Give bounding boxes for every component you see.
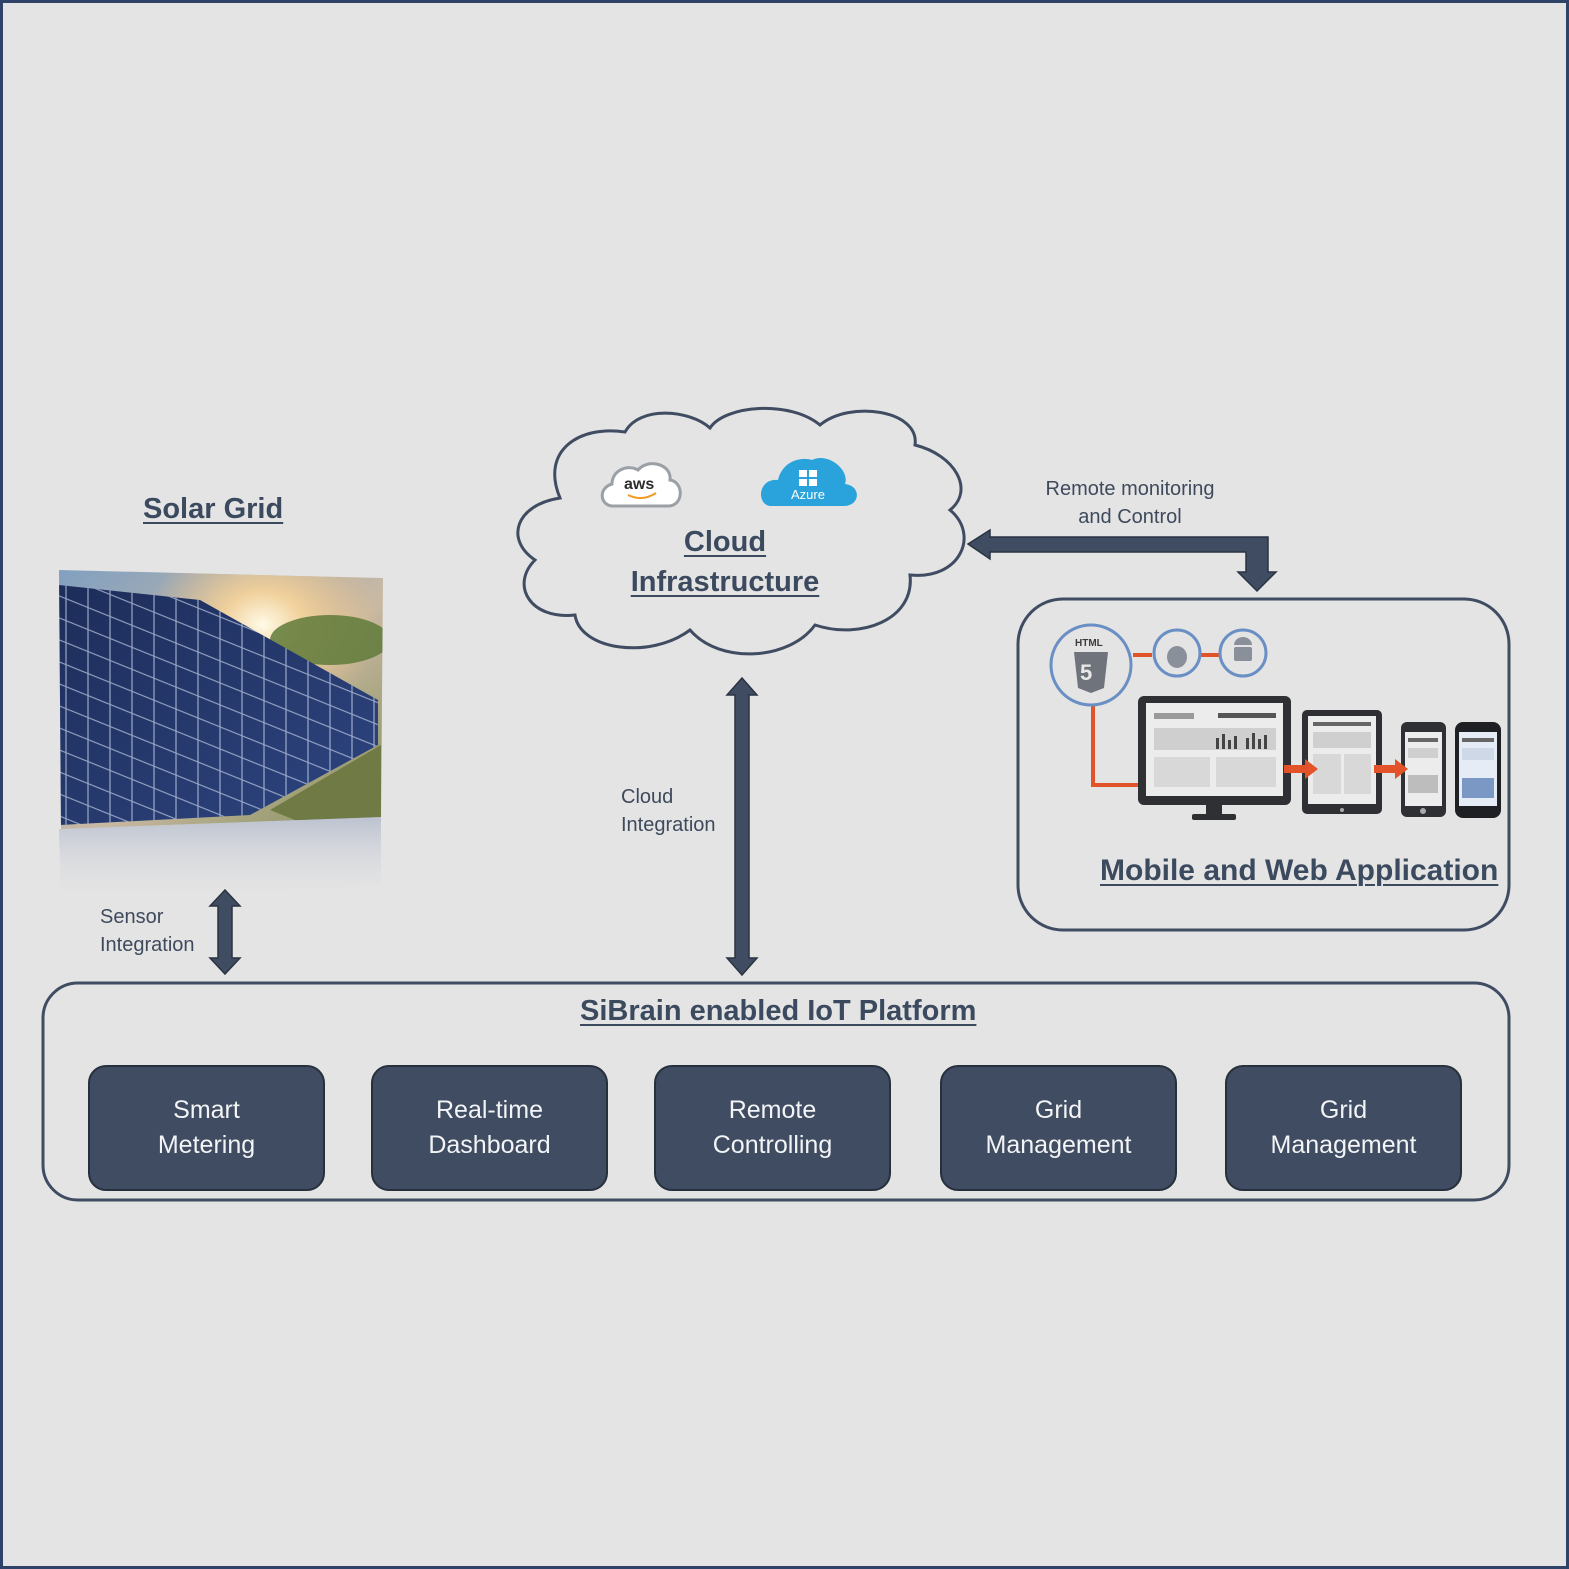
solar-panel-image	[59, 570, 383, 905]
remote-label-line1: Remote monitoring	[1045, 478, 1215, 500]
aws-label: aws	[624, 476, 655, 493]
module-realtime-dashboard: Real-time Dashboard	[371, 1065, 608, 1191]
module-label-line2: Dashboard	[428, 1131, 551, 1159]
cloud-integration-arrow	[725, 676, 759, 977]
module-label-line2: Management	[1270, 1131, 1417, 1159]
module-label-line1: Grid	[1319, 1096, 1368, 1124]
module-grid-management-2: Grid Management	[1225, 1065, 1462, 1191]
module-label-line1: Remote	[728, 1096, 817, 1124]
module-smart-metering: Smart Metering	[88, 1065, 325, 1191]
sensor-integration-arrow	[208, 888, 242, 976]
cloud-title-line1: Cloud	[683, 526, 767, 558]
app-container	[1016, 597, 1511, 932]
svg-text:5: 5	[1080, 660, 1092, 685]
azure-icon	[760, 458, 857, 506]
solar-grid-title: Solar Grid	[143, 493, 284, 525]
platform-container	[41, 981, 1511, 1202]
azure-label: Azure	[791, 487, 825, 502]
module-label-line2: Metering	[157, 1131, 256, 1159]
module-label-line1: Grid	[1034, 1096, 1083, 1124]
remote-label-line2: and Control	[1078, 506, 1182, 528]
module-label-line1: Real-time	[436, 1096, 543, 1124]
module-remote-controlling: Remote Controlling	[654, 1065, 891, 1191]
cloud-integration-label-line2: Integration	[621, 814, 716, 836]
app-title: Mobile and Web Application	[1100, 854, 1499, 887]
sensor-integration-label-line1: Sensor	[100, 906, 164, 928]
module-label-line2: Management	[985, 1131, 1132, 1159]
cloud-title-line2: Infrastructure	[630, 566, 820, 598]
cloud-integration-label-line1: Cloud	[621, 786, 674, 808]
platform-title: SiBrain enabled IoT Platform	[580, 995, 977, 1027]
remote-control-arrow	[966, 528, 1278, 593]
module-label-line2: Controlling	[712, 1131, 833, 1159]
module-grid-management: Grid Management	[940, 1065, 1177, 1191]
devices-illustration: 5	[1049, 623, 1501, 820]
aws-icon	[600, 462, 682, 508]
module-label-line1: Smart	[173, 1096, 240, 1124]
sensor-integration-label-line2: Integration	[100, 934, 195, 956]
html-badge-label: HTML	[1075, 638, 1103, 649]
